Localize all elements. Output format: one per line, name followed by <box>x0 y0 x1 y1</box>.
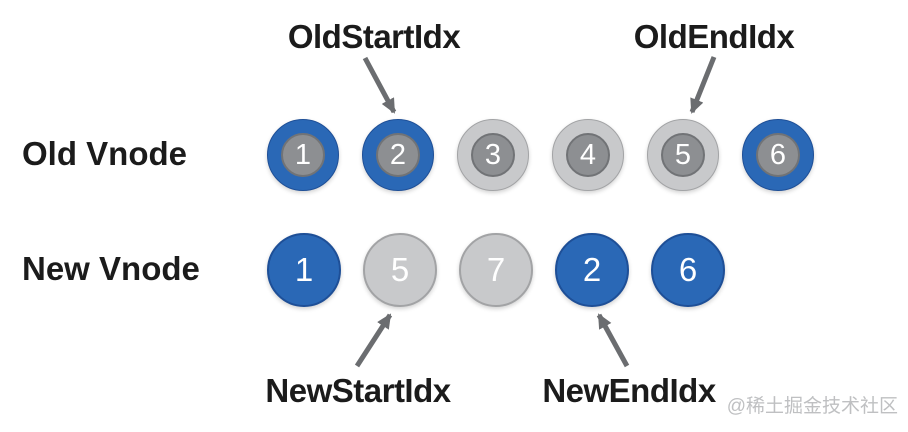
old-vnode-circle-4: 4 <box>552 119 624 191</box>
old-start-arrow <box>362 56 397 114</box>
old-start-idx-label: OldStartIdx <box>287 18 461 55</box>
new-vnode-row: 1 5 7 2 6 <box>267 233 725 307</box>
old-vnode-number-6: 6 <box>756 133 800 177</box>
new-vnode-number-5: 6 <box>678 251 698 288</box>
old-vnode-circle-1: 1 <box>267 119 339 191</box>
new-vnode-circle-3: 7 <box>459 233 533 307</box>
old-vnode-number-3: 3 <box>471 133 515 177</box>
old-vnode-row-label: Old Vnode <box>22 135 187 172</box>
old-vnode-circle-3: 3 <box>457 119 529 191</box>
new-end-arrow <box>596 313 630 368</box>
old-vnode-number-2: 2 <box>376 133 420 177</box>
old-vnode-number-4: 4 <box>566 133 610 177</box>
new-vnode-circle-4: 2 <box>555 233 629 307</box>
new-vnode-circle-5: 6 <box>651 233 725 307</box>
new-start-idx-label: NewStartIdx <box>265 372 451 409</box>
old-end-arrow <box>689 56 717 114</box>
old-vnode-number-1: 1 <box>281 133 325 177</box>
new-vnode-number-1: 1 <box>294 251 314 288</box>
old-vnode-number-5: 5 <box>661 133 705 177</box>
new-vnode-number-3: 7 <box>486 251 506 288</box>
new-vnode-number-2: 5 <box>390 251 410 288</box>
new-vnode-number-4: 2 <box>582 251 602 288</box>
old-vnode-circle-5: 5 <box>647 119 719 191</box>
new-vnode-row-label: New Vnode <box>22 250 200 287</box>
old-end-idx-label: OldEndIdx <box>633 18 795 55</box>
new-vnode-circle-2: 5 <box>363 233 437 307</box>
old-vnode-row: 1 2 3 4 5 6 <box>267 119 814 191</box>
old-vnode-circle-6: 6 <box>742 119 814 191</box>
old-vnode-circle-2: 2 <box>362 119 434 191</box>
new-vnode-circle-1: 1 <box>267 233 341 307</box>
new-start-arrow <box>354 313 393 368</box>
new-end-idx-label: NewEndIdx <box>542 372 716 409</box>
watermark: @稀土掘金技术社区 <box>726 396 898 417</box>
